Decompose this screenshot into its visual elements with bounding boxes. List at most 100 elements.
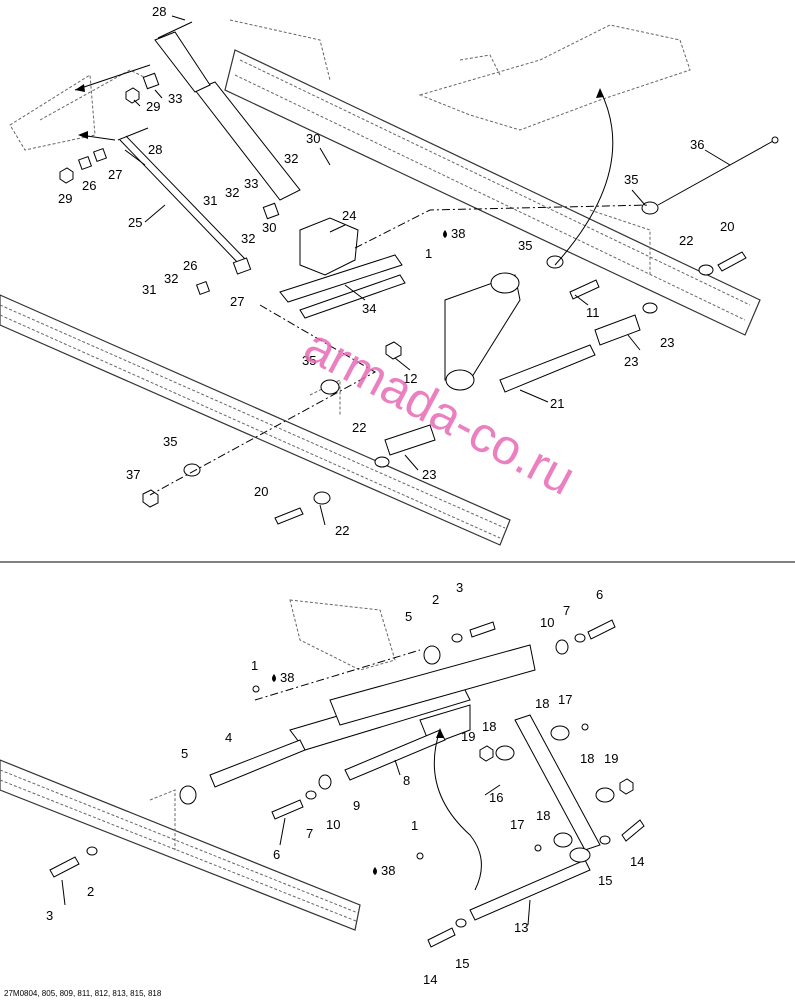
callout-22: 22 [679, 233, 693, 248]
drawing-code: 27M0804, 805, 809, 811, 812, 813, 815, 8… [4, 989, 162, 998]
upper-assembly [0, 19, 779, 546]
callout-23: 23 [660, 335, 674, 350]
callout-29: 29 [58, 191, 72, 206]
callout-33: 33 [168, 91, 182, 106]
bolt-6-b [271, 799, 304, 820]
nut-37 [142, 489, 159, 508]
callout-17: 17 [558, 692, 572, 707]
bushing-10-a [318, 774, 332, 790]
callouts: 28 33 29 28 26 27 29 25 30 32 31 32 33 3… [46, 4, 734, 987]
link-16 [514, 714, 601, 851]
callout-15: 15 [455, 956, 469, 971]
lower-assembly [0, 599, 645, 948]
callout-16: 16 [489, 790, 503, 805]
washer-22-b [313, 491, 331, 505]
callout-14: 14 [630, 854, 644, 869]
callout-3: 3 [456, 580, 463, 595]
callout-6: 6 [596, 587, 603, 602]
callout-37: 37 [126, 467, 140, 482]
bolt-3-a [469, 621, 496, 638]
callout-2: 2 [432, 592, 439, 607]
callout-13: 13 [514, 920, 528, 935]
callout-35: 35 [163, 434, 177, 449]
bolt-14-a [621, 819, 645, 842]
callout-20: 20 [720, 219, 734, 234]
callout-38: 38 [381, 863, 395, 878]
axle-8 [344, 729, 446, 781]
bolt-14-b [427, 927, 456, 948]
callout-31: 31 [203, 193, 217, 208]
callout-10: 10 [326, 817, 340, 832]
callout-1: 1 [411, 818, 418, 833]
callout-18: 18 [482, 719, 496, 734]
bolt-20-b [717, 251, 747, 272]
callout-35: 35 [624, 172, 638, 187]
callout-22: 22 [335, 523, 349, 538]
callout-27: 27 [108, 167, 122, 182]
callout-20: 20 [254, 484, 268, 499]
axle-4 [209, 739, 306, 788]
callout-5: 5 [181, 746, 188, 761]
washer-22-c [698, 264, 714, 276]
callout-23: 23 [422, 467, 436, 482]
callout-7: 7 [563, 603, 570, 618]
callout-4: 4 [225, 730, 232, 745]
washer-35-b [183, 463, 201, 477]
callout-6: 6 [273, 847, 280, 862]
callout-30: 30 [262, 220, 276, 235]
callout-36: 36 [690, 137, 704, 152]
callout-15: 15 [598, 873, 612, 888]
callout-26: 26 [183, 258, 197, 273]
callout-18: 18 [535, 696, 549, 711]
callout-14: 14 [423, 972, 437, 987]
watermark: armada-co.ru [296, 317, 585, 506]
callout-3: 3 [46, 908, 53, 923]
spacer-5-a [179, 785, 197, 805]
washer-35-d [546, 255, 564, 269]
callout-27: 27 [230, 294, 244, 309]
callout-7: 7 [306, 826, 313, 841]
callout-32: 32 [164, 271, 178, 286]
bolt-6-a [587, 619, 616, 640]
callout-2: 2 [87, 884, 94, 899]
callout-31: 31 [142, 282, 156, 297]
oil-drop-icon [373, 867, 377, 875]
callout-38: 38 [280, 670, 294, 685]
callout-28: 28 [148, 142, 162, 157]
bolt-3-b [49, 856, 80, 878]
callout-12: 12 [403, 371, 417, 386]
callout-29: 29 [146, 99, 160, 114]
washer-22-a [374, 456, 390, 468]
callout-17: 17 [510, 817, 524, 832]
callout-25: 25 [128, 215, 142, 230]
callout-33: 33 [244, 176, 258, 191]
callout-10: 10 [540, 615, 554, 630]
callout-18: 18 [580, 751, 594, 766]
callout-22: 22 [352, 420, 366, 435]
washer-23 [642, 302, 658, 314]
nut-29-a [59, 167, 74, 184]
callout-26: 26 [82, 178, 96, 193]
axle-13 [469, 859, 591, 921]
nut-12 [385, 341, 402, 360]
callout-19: 19 [461, 729, 475, 744]
nut-29-b [125, 87, 140, 104]
oil-drop-icon [272, 674, 276, 682]
washer-35-a [320, 379, 340, 395]
callout-34: 34 [362, 301, 376, 316]
callout-30: 30 [306, 131, 320, 146]
bushing-10-b [555, 639, 569, 655]
oil-drop-icon [443, 230, 447, 238]
callout-23: 23 [624, 354, 638, 369]
callout-38: 38 [451, 226, 465, 241]
callout-11: 11 [586, 305, 600, 320]
bolt-11 [569, 279, 600, 300]
callout-8: 8 [403, 773, 410, 788]
callout-19: 19 [604, 751, 618, 766]
callout-35: 35 [302, 353, 316, 368]
callout-32: 32 [225, 185, 239, 200]
callout-9: 9 [353, 798, 360, 813]
callout-5: 5 [405, 609, 412, 624]
callout-32: 32 [241, 231, 255, 246]
